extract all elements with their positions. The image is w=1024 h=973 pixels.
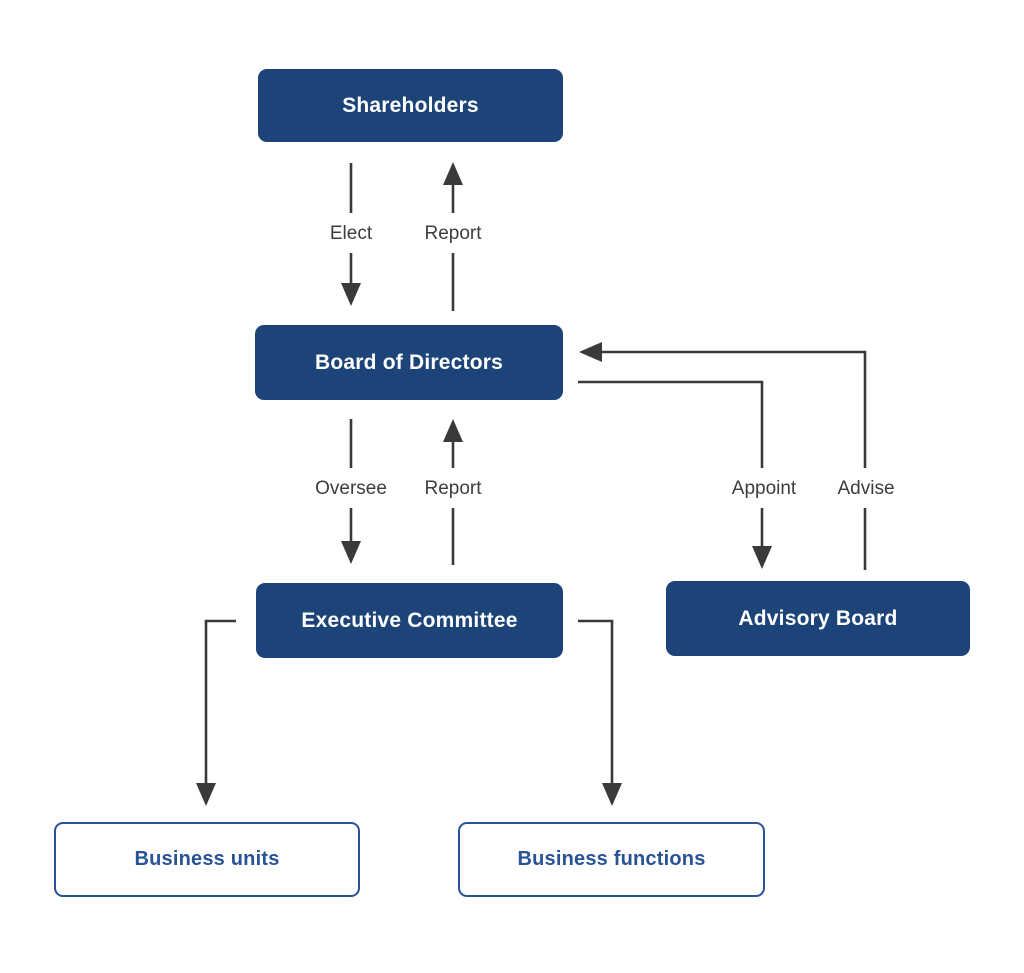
edge-label-advise: Advise <box>835 478 897 500</box>
edge-label-report-to-board: Report <box>422 478 484 500</box>
node-business-functions: Business functions <box>458 822 765 897</box>
node-shareholders: Shareholders <box>258 69 563 142</box>
node-business-units: Business units <box>54 822 360 897</box>
edge-label-elect: Elect <box>327 223 375 245</box>
edge-label-oversee: Oversee <box>313 478 389 500</box>
edge-label-report-to-shareholders: Report <box>422 223 484 245</box>
node-advisory-board: Advisory Board <box>666 581 970 656</box>
node-board-of-directors: Board of Directors <box>255 325 563 400</box>
edge-label-appoint: Appoint <box>729 478 799 500</box>
node-executive-committee: Executive Committee <box>256 583 563 658</box>
